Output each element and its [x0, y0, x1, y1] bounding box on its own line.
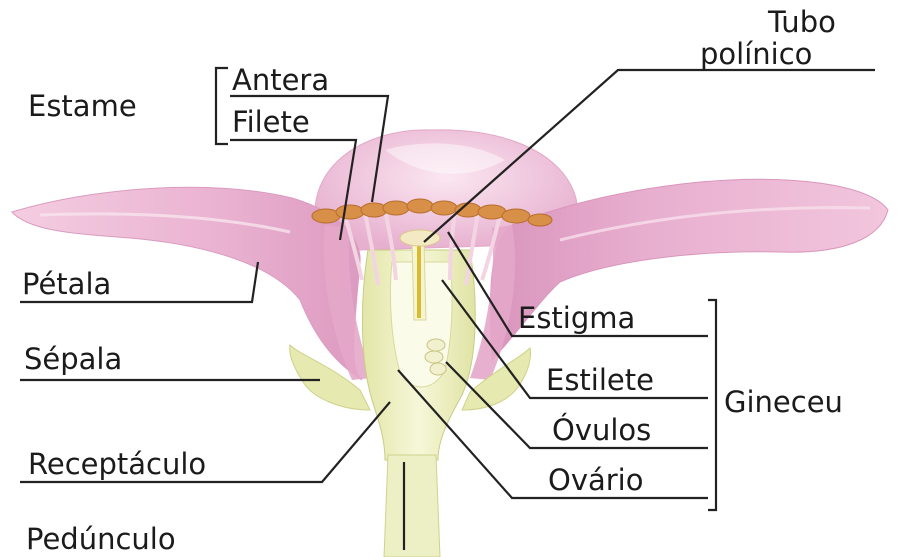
peduncle [384, 455, 440, 557]
label-estame: Estame [28, 92, 137, 121]
label-estigma: Estigma [518, 304, 635, 333]
label-tubo-line2: polínico [700, 40, 812, 69]
label-gineceu: Gineceu [724, 388, 843, 417]
ovule [427, 339, 445, 351]
estame-bracket [216, 68, 228, 144]
label-antera: Antera [232, 66, 329, 95]
ovule [430, 363, 446, 375]
ovule [425, 351, 443, 363]
gineceu-bracket [708, 300, 716, 510]
label-filete: Filete [232, 108, 310, 137]
label-ovario: Ovário [548, 466, 643, 495]
label-ovulos: Óvulos [552, 416, 651, 445]
label-pedunculo: Pedúnculo [26, 525, 176, 554]
label-estilete: Estilete [546, 366, 654, 395]
label-petala: Pétala [22, 270, 111, 299]
label-tubo-line1: Tubo [768, 8, 836, 37]
label-sepala: Sépala [24, 345, 122, 374]
label-receptaculo: Receptáculo [28, 450, 206, 479]
